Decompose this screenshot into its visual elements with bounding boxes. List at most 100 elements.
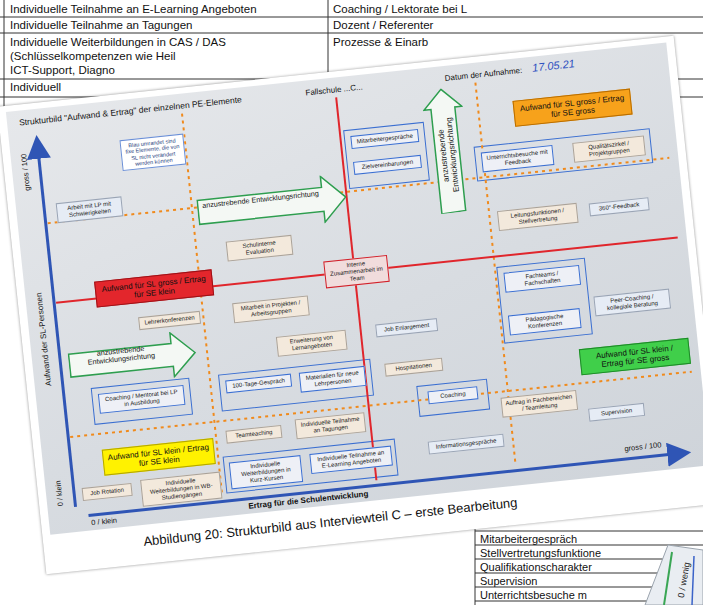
pe-element-card: Arbeit mit LP mit Schwierigkeiten <box>56 196 124 223</box>
pe-element-card: Auftrag in Fachbereichen / Teamleitung <box>500 390 578 418</box>
handwritten-date: 17.05.21 <box>532 57 576 74</box>
pe-element-card: Teamteaching <box>225 425 282 444</box>
pe-element-card: Mitarbeit in Projekten / Arbeitsgruppen <box>232 295 310 323</box>
pe-element-card: Individuelle Weiterbildungen in Kurz-Kur… <box>229 455 303 489</box>
element-label: Arbeit mit LP mit Schwierigkeiten <box>60 200 119 220</box>
axis-label: gross / 100 <box>20 153 32 191</box>
table-cell: (Schlüsselkompetenzen wie Heil <box>10 50 176 63</box>
element-label: Zielvereinbarungen <box>357 158 417 171</box>
element-label: Individuelle Teilnahme an E-Learning Ang… <box>314 449 389 470</box>
table-cell: Qualifikationscharakter <box>480 561 592 574</box>
element-label: Pädagogische Konferenzen <box>512 311 577 331</box>
element-label: Materialien für neue Lehrpersonen <box>303 369 362 389</box>
axis-label: gross / 100 <box>624 441 662 453</box>
pe-element-card: Individuelle Teilnahme an E-Learning Ang… <box>309 446 393 474</box>
element-label: Aufwand für SL klein / Ertrag für SE kle… <box>107 443 210 472</box>
element-label: 100-Tage-Gespräch <box>229 377 287 390</box>
axis-label: Aufwand der SL-Personen <box>34 292 53 386</box>
element-label: Individuelle Weiterbildungen in Kurz-Kur… <box>233 458 299 485</box>
pe-element-card: Coaching / Mentorat bei LP in Ausbildung <box>98 385 186 414</box>
pe-element-card: Schulinterne Evaluation <box>226 235 294 262</box>
element-label: Aufwand für SL klein / Ertrag für SE gro… <box>584 342 685 371</box>
element-label: Teamteaching <box>230 428 278 440</box>
element-label: Informationsgespräche <box>432 437 500 451</box>
element-label: Job Enlargement <box>379 321 433 333</box>
element-label: Individuelle Weiterbildungen in WB-Studi… <box>144 475 218 503</box>
pe-element-card: Peer-Coaching / kollegiale Beratung <box>593 289 671 317</box>
quadrant-box: Aufwand für SL klein / Ertrag für SE kle… <box>102 438 216 476</box>
quadrant-box: Aufwand für SL gross / Ertrag für SE gro… <box>513 89 633 128</box>
table-cell: Stellvertretungsfunktione <box>480 547 601 560</box>
pe-element-card: Leitungsfunktionen / Stellvertretung <box>497 203 579 231</box>
pe-element-card: Erweiterung von Lernangeboten <box>276 330 348 357</box>
arrow-outline <box>196 174 348 235</box>
table-cell: Individuell <box>10 81 61 94</box>
element-label: Qualitätszirkel / Projektgruppen <box>577 139 642 159</box>
element-label: Coaching <box>432 390 474 401</box>
table-cell: Coaching / Lektorate bei L <box>333 3 467 16</box>
element-label: Individuelle Teilnahme an Tagungen <box>299 416 362 436</box>
table-cell: Prozesse & Einarb <box>333 36 428 49</box>
poster-title: Strukturbild "Aufwand & Ertrag" der einz… <box>19 95 243 128</box>
element-label: Schulinterne Evaluation <box>230 238 289 258</box>
pe-element-card: Individuelle Weiterbildungen in WB-Studi… <box>140 472 222 507</box>
pe-element-card: 100-Tage-Gespräch <box>225 374 292 394</box>
table-cell: ICT-Support, Diagno <box>10 64 115 77</box>
element-label: Mitarbeit in Projekten / Arbeitsgruppen <box>236 299 305 320</box>
table-cell: Individuelle Teilnahme an Tagungen <box>10 19 192 32</box>
pe-element-card: Coaching <box>427 386 478 404</box>
pe-element-card: Unterrichtsbesuche mit Feedback <box>481 145 555 172</box>
element-label: Hospitationen <box>389 361 439 373</box>
table-cell: Unterrichtsbesuche m <box>480 589 587 602</box>
arrow-outline <box>67 331 197 388</box>
sheet-label: Datum der Aufnahme: <box>444 66 522 83</box>
sheet-label: Fallschule ...C... <box>305 83 363 98</box>
element-label: Lehrerkonferenzen <box>142 314 196 326</box>
element-label: Supervision <box>592 406 640 418</box>
pe-element-card: Fachteams / Fachschaften <box>503 265 581 293</box>
element-label: Fachteams / Fachschaften <box>508 268 577 289</box>
element-label: 360°-Feedback <box>593 201 645 213</box>
pe-element-card: Supervision <box>588 403 645 422</box>
pe-element-card: Interne Zusammenarbeit im Team <box>323 255 389 288</box>
pe-element-card: Lehrerkonferenzen <box>138 311 201 330</box>
pe-element-card: Blau umrandet sind fixe Elemente, die vo… <box>119 134 186 172</box>
table-cell: Dozent / Referenter <box>333 19 433 32</box>
pe-element-card: Aufwand für SL gross / Ertrag für SE kle… <box>94 269 214 308</box>
element-label: Peer-Coaching / kollegiale Beratung <box>598 292 667 313</box>
pe-element-card: Zielvereinbarungen <box>353 155 422 175</box>
element-label: Aufwand für SL gross / Ertrag für SE kle… <box>99 274 208 304</box>
pe-element-card: Pädagogische Konferenzen <box>508 308 582 335</box>
pe-element-card: 360°-Feedback <box>589 197 650 216</box>
pe-element-card: Materialien für neue Lehrpersonen <box>299 366 367 393</box>
table-cell: Individuelle Teilnahme an E-Learning Ang… <box>10 3 257 16</box>
element-label: Coaching / Mentorat bei LP in Ausbildung <box>102 388 181 410</box>
element-label: Leitungsfunktionen / Stellvertretung <box>501 206 574 227</box>
pe-element-card: Informationsgespräche <box>428 434 505 455</box>
axis-label: 0 / klein <box>54 480 65 507</box>
pe-element-card: Aufwand für SL klein / Ertrag für SE gro… <box>579 338 691 376</box>
pe-element-card: Job Enlargement <box>375 318 438 337</box>
element-label: Job Rotation <box>86 486 128 497</box>
figure-page: Strukturbild "Aufwand & Ertrag" der einz… <box>0 36 703 575</box>
pe-element-card: Hospitationen <box>384 358 443 377</box>
direction-arrow: anzustrebende Entwicklungsrichtung <box>421 86 474 214</box>
pe-element-card: Qualitätszirkel / Projektgruppen <box>572 135 646 162</box>
arrow-outline <box>422 87 473 214</box>
axis-label: 0 / klein <box>91 517 118 528</box>
element-label: Blau umrandet sind fixe Elemente, die vo… <box>124 137 182 168</box>
pe-element-card: Individuelle Teilnahme an Tagungen <box>295 412 367 439</box>
element-label: Mitarbeitergespräche <box>355 132 415 145</box>
element-label: Interne Zusammenarbeit im Team <box>328 258 386 284</box>
table-cell: Mitarbeitergespräch <box>480 533 577 546</box>
direction-arrow: anzustrebende Entwicklungsrichtung <box>195 173 349 236</box>
table-cell: Supervision <box>480 575 537 588</box>
pe-element-card: Mitarbeitergespräche <box>350 129 419 149</box>
element-label: Aufwand für SL gross / Ertrag für SE gro… <box>518 93 627 123</box>
poster-photo: Strukturbild "Aufwand & Ertrag" der einz… <box>6 43 703 535</box>
element-label: Unterrichtsbesuche mit Feedback <box>485 148 550 168</box>
element-label: Auftrag in Fachbereichen / Teamleitung <box>505 393 574 414</box>
table-cell: Individuelle Weiterbildungen in CAS / DA… <box>10 36 226 49</box>
element-label: Erweiterung von Lernangeboten <box>280 333 343 353</box>
pe-element-card: Job Rotation <box>82 483 133 501</box>
